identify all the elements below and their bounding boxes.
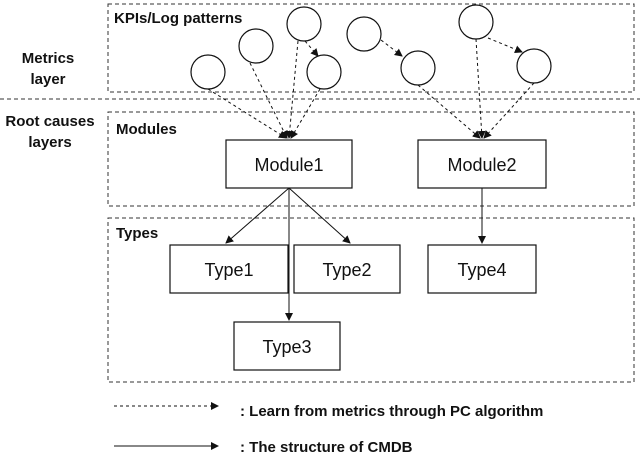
type4-node[interactable]: Type4 [427, 244, 537, 294]
metric-circle [400, 50, 436, 86]
root-layers-label-2: layers [28, 134, 71, 151]
metric-circle [286, 6, 322, 42]
metric-circle [190, 54, 226, 90]
dashed-arrow [483, 82, 535, 139]
type2-node[interactable]: Type2 [293, 244, 401, 294]
dashed-arrow [285, 40, 299, 139]
dashed-arrow [475, 38, 486, 139]
type3-label: Type3 [262, 337, 311, 357]
solid-arrow [288, 187, 351, 244]
metric-circle [306, 54, 342, 90]
type2-label: Type2 [322, 260, 371, 280]
types-box [107, 217, 635, 383]
solid-arrow [225, 187, 290, 244]
dashed-arrow [207, 88, 287, 139]
dashed-arrow [417, 84, 481, 139]
modules-box [107, 111, 635, 207]
legend-solid-text: : The structure of CMDB [240, 439, 413, 456]
kpis-title: KPIs/Log patterns [114, 10, 242, 27]
metric-circle [458, 4, 494, 40]
dashed-arrow [304, 40, 319, 57]
metric-circle [238, 28, 274, 64]
kpis-box [107, 3, 635, 93]
metric-circle [516, 48, 552, 84]
metric-circle [346, 16, 382, 52]
modules-title: Modules [116, 121, 177, 138]
dashed-arrow [380, 39, 403, 57]
module1-node[interactable]: Module1 [225, 139, 353, 189]
metrics-layer-label-2: layer [30, 71, 65, 88]
root-layers-label-1: Root causes [5, 113, 94, 130]
module2-label: Module2 [447, 155, 516, 175]
legend-dashed-text: : Learn from metrics through PC algorith… [240, 403, 543, 420]
type4-label: Type4 [457, 260, 506, 280]
module2-node[interactable]: Module2 [417, 139, 547, 189]
dashed-arrow [249, 62, 288, 139]
module1-label: Module1 [254, 155, 323, 175]
types-title: Types [116, 225, 158, 242]
type1-label: Type1 [204, 260, 253, 280]
dashed-arrow [290, 88, 321, 139]
metrics-layer-label-1: Metrics [22, 50, 75, 67]
type1-node[interactable]: Type1 [169, 244, 289, 294]
dashed-arrow [487, 37, 523, 54]
type3-node[interactable]: Type3 [233, 321, 341, 371]
